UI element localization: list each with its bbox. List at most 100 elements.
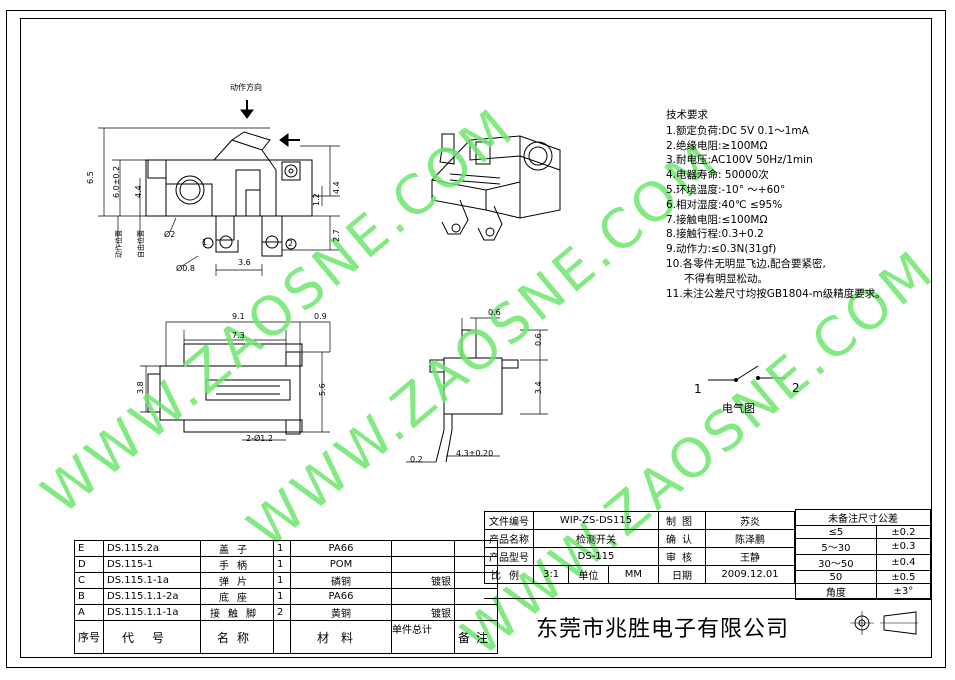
company-name: 东莞市兆胜电子有限公司: [536, 617, 790, 642]
dim-1-2: 1.2: [312, 193, 321, 206]
header-code: 代号: [103, 620, 201, 654]
projection-symbol-icon: [850, 611, 918, 635]
dim-9-1: 9.1: [232, 312, 245, 321]
title-row: 产品名称 检测开关 确认 陈泽鹏: [484, 529, 795, 548]
table-row: 50 ±0.5: [795, 570, 932, 584]
dim-4-4-right: 4.4: [332, 181, 341, 194]
table-row: B DS.115.1.1-2a 底座 1 PA66: [74, 588, 499, 605]
header-weight: 单件总计: [391, 620, 455, 654]
technical-requirements-title: 技术要求: [666, 109, 708, 121]
approved-by: 王静: [705, 547, 795, 566]
electrical-diagram-label: 电气图: [722, 402, 755, 415]
tech-item: 6.相对湿度:40℃ ≤95%: [666, 198, 783, 211]
dim-2-7: 2.7: [332, 229, 341, 242]
cell-material: 磷铜: [290, 572, 392, 589]
dim-3-6: 3.6: [238, 258, 251, 267]
label-free-position: 自由位置: [137, 230, 145, 258]
cell-qty: 1: [273, 540, 291, 557]
header-unit-weight: 单件: [392, 625, 412, 636]
file-no-value: WIP-ZS-DS115: [533, 511, 659, 530]
dim-3-4: 3.4: [534, 381, 543, 394]
tol-range: ≤5: [795, 525, 877, 539]
cell-material: PA66: [290, 540, 392, 557]
drawn-by: 苏炎: [705, 511, 795, 530]
dim-3-8: 3.8: [136, 381, 145, 394]
dim-7-3: 7.3: [232, 331, 245, 340]
table-row: A DS.115.1.1-1a 接触脚 2 黄铜 镀银: [74, 604, 499, 621]
cell-code: DS.115.1-1a: [103, 572, 201, 589]
cell-finish: 镀银: [391, 572, 455, 589]
cell-name: 盖子: [200, 540, 274, 557]
pin-label-1: 1: [202, 238, 208, 247]
dim-4-3: 4.3±0.20: [456, 449, 494, 458]
outer-frame: [6, 10, 946, 668]
table-row: C DS.115.1-1a 弹片 1 磷铜 镀银: [74, 572, 499, 589]
tol-value: ±0.4: [875, 554, 932, 571]
tech-item: 2.绝缘电阻:≥100MΩ: [666, 139, 768, 152]
dim-4-4-left: 4.4: [134, 185, 143, 198]
technical-requirements: 技术要求 1.额定负荷:DC 5V 0.1～1mA 2.绝缘电阻:≥100MΩ …: [666, 108, 886, 301]
tol-range: 5～30: [795, 538, 877, 555]
label-action-position: 动作位置: [115, 230, 123, 258]
cell-qty: 1: [273, 588, 291, 605]
tol-range: 50: [795, 570, 877, 584]
header-note: 备注: [453, 620, 499, 654]
cell-code: DS.115-1: [103, 556, 201, 573]
tech-item: 7.接触电阻:≤100MΩ: [666, 213, 768, 226]
dim-phi0-8: Ø0.8: [176, 264, 196, 273]
cell-finish: [391, 588, 455, 605]
product-model-label: 产品型号: [484, 547, 534, 566]
table-header-row: 序号 代号 名称 材料 单件总计 备注: [74, 620, 499, 654]
inner-frame: [20, 18, 932, 658]
date-label: 日期: [658, 565, 706, 584]
table-row: 角度 ±3°: [795, 583, 932, 600]
dim-2-phi1-2: 2-Ø1.2: [246, 434, 273, 443]
product-name-value: 检测开关: [533, 529, 659, 548]
tech-item: 3.耐电压:AC100V 50Hz/1min: [666, 154, 813, 167]
tolerance-title-row: 未备注尺寸公差: [795, 509, 931, 526]
table-row: 30～50 ±0.4: [795, 554, 932, 571]
cell-material: PA66: [290, 588, 392, 605]
scale-label: 比例: [484, 565, 534, 584]
title-block: 文件编号 WIP-ZS-DS115 制图 苏炎 产品名称 检测开关 确认 陈泽鹏…: [484, 511, 795, 584]
dim-0-2: 0.2: [410, 455, 423, 464]
dim-0-6b: 0.6: [534, 333, 543, 346]
header-material: 材料: [290, 620, 392, 654]
tol-range: 30～50: [795, 554, 877, 571]
tech-item: 9.动作力:≤0.3N(31gf): [666, 243, 777, 256]
dim-0-6a: 0.6: [488, 308, 501, 317]
tolerance-title: 未备注尺寸公差: [795, 509, 931, 526]
company-block: [484, 598, 932, 658]
header-total-weight: 总计: [412, 625, 432, 636]
tech-item: 5.环境温度:-10° ～+60°: [666, 183, 786, 196]
product-model-value: DS-115: [533, 547, 659, 566]
elec-pin-1: 1: [694, 382, 702, 396]
dim-0-9: 0.9: [314, 312, 327, 321]
checked-by: 陈泽鹏: [705, 529, 795, 548]
table-row: 5～30 ±0.3: [795, 538, 932, 555]
cell-name: 弹片: [200, 572, 274, 589]
header-qty: [273, 620, 291, 654]
cell-name: 手柄: [200, 556, 274, 573]
cell-code: DS.115.1.1-2a: [103, 588, 201, 605]
table-row: D DS.115-1 手柄 1 POM: [74, 556, 499, 573]
cell-seq: C: [74, 572, 104, 589]
product-name-label: 产品名称: [484, 529, 534, 548]
cell-finish: [391, 556, 455, 573]
tol-value: ±0.5: [875, 570, 932, 584]
cell-qty: 1: [273, 572, 291, 589]
cell-material: POM: [290, 556, 392, 573]
tolerance-table: 未备注尺寸公差 ≤5 ±0.2 5～30 ±0.3 30～50 ±0.4 50 …: [795, 509, 932, 600]
cell-seq: A: [74, 604, 104, 621]
tech-item: 10.各零件无明显飞边,配合要紧密,: [666, 257, 826, 270]
front-view-body: [165, 159, 313, 217]
approved-label: 审核: [658, 547, 706, 566]
tol-value: ±0.3: [875, 538, 932, 555]
table-row: E DS.115.2a 盖子 1 PA66: [74, 540, 499, 557]
dim-6-5: 6.5: [86, 171, 95, 184]
title-row: 比例 3:1 单位 MM 日期 2009.12.01: [484, 565, 795, 584]
cell-seq: B: [74, 588, 104, 605]
title-row: 产品型号 DS-115 审核 王静: [484, 547, 795, 566]
